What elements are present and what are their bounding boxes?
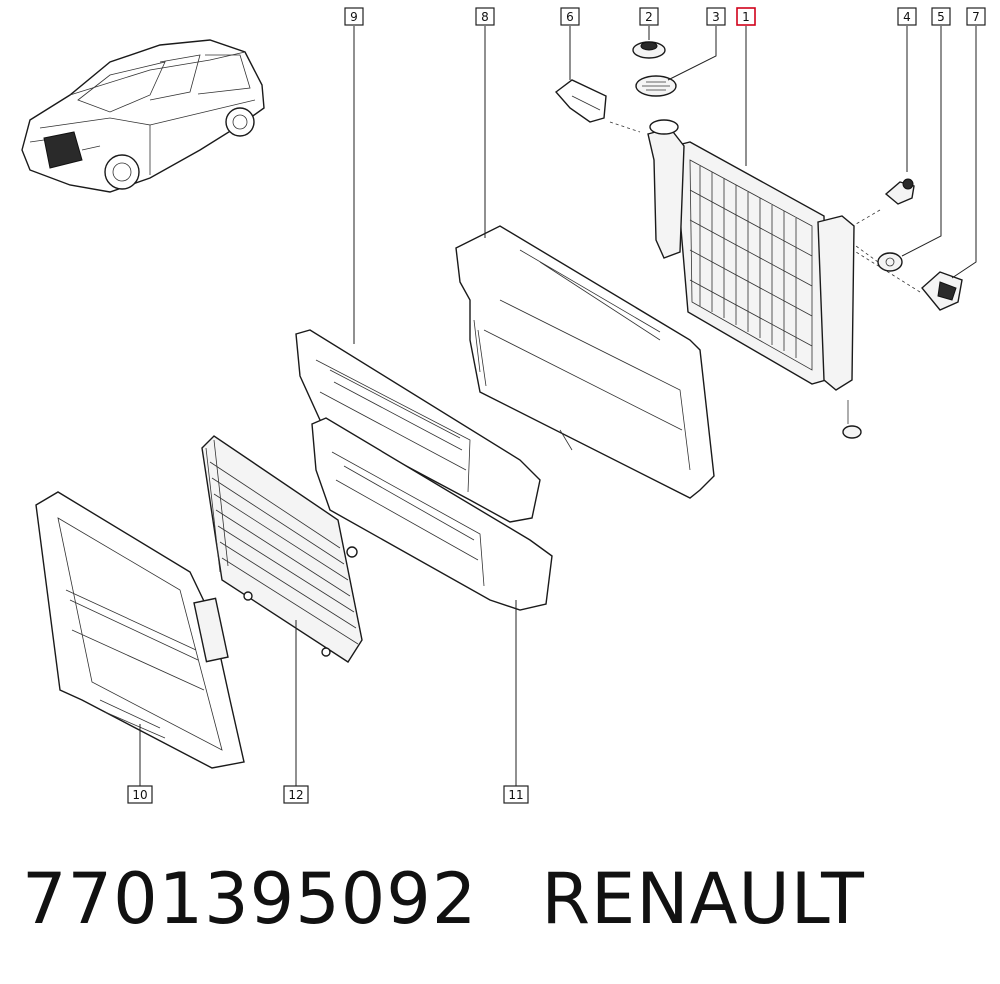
callout-5[interactable]: 5 (931, 7, 951, 26)
brand-name: RENAULT (541, 858, 865, 940)
callout-9-label: 9 (350, 10, 358, 24)
callout-3[interactable]: 3 (706, 7, 726, 26)
callout-4[interactable]: 4 (897, 7, 917, 26)
callouts: 1 2 3 4 5 6 7 8 (127, 7, 986, 804)
callout-1[interactable]: 1 (736, 7, 756, 26)
callout-10-label: 10 (132, 788, 147, 802)
part-10-frame (35, 491, 245, 769)
callout-9-box (344, 7, 364, 26)
part-9-upper-deflector (295, 329, 541, 523)
callout-6[interactable]: 6 (560, 7, 580, 26)
part-2-cap (632, 41, 666, 59)
part-4-valve (884, 178, 915, 205)
callout-10[interactable]: 10 (127, 785, 153, 804)
part-1-radiator (647, 119, 862, 439)
callout-11[interactable]: 11 (503, 785, 529, 804)
callout-7-box (966, 7, 986, 26)
part-11-lower-deflector (311, 417, 553, 611)
part-number: 7701395092 (22, 858, 478, 940)
callout-6-label: 6 (566, 10, 574, 24)
callout-12[interactable]: 12 (283, 785, 309, 804)
callout-12-box (283, 785, 309, 804)
callout-2[interactable]: 2 (639, 7, 659, 26)
callout-3-box (706, 7, 726, 26)
callout-12-label: 12 (288, 788, 303, 802)
part-8-shroud (455, 225, 715, 499)
callout-1-box (736, 7, 756, 26)
callout-4-label: 4 (903, 10, 911, 24)
part-12-condenser (201, 435, 363, 663)
callout-8-box (475, 7, 495, 26)
callout-6-box (560, 7, 580, 26)
callout-1-label: 1 (742, 10, 750, 24)
callout-8-label: 8 (481, 10, 489, 24)
callout-4-box (897, 7, 917, 26)
part-6-bracket (554, 79, 607, 123)
callout-8[interactable]: 8 (475, 7, 495, 26)
callout-7[interactable]: 7 (966, 7, 986, 26)
callout-10-box (127, 785, 153, 804)
part-7-clip (921, 271, 963, 311)
callout-5-box (931, 7, 951, 26)
callout-9[interactable]: 9 (344, 7, 364, 26)
callout-11-label: 11 (508, 788, 523, 802)
callout-11-box (503, 785, 529, 804)
callout-3-label: 3 (712, 10, 720, 24)
part-5-plug (877, 252, 903, 272)
car-illustration (21, 39, 265, 193)
leader-lines (139, 26, 977, 786)
part-footer: 7701395092 RENAULT (22, 858, 929, 940)
callout-2-label: 2 (645, 10, 653, 24)
callout-5-label: 5 (937, 10, 945, 24)
callout-2-box (639, 7, 659, 26)
callout-7-label: 7 (972, 10, 980, 24)
part-3-seal (635, 75, 677, 97)
